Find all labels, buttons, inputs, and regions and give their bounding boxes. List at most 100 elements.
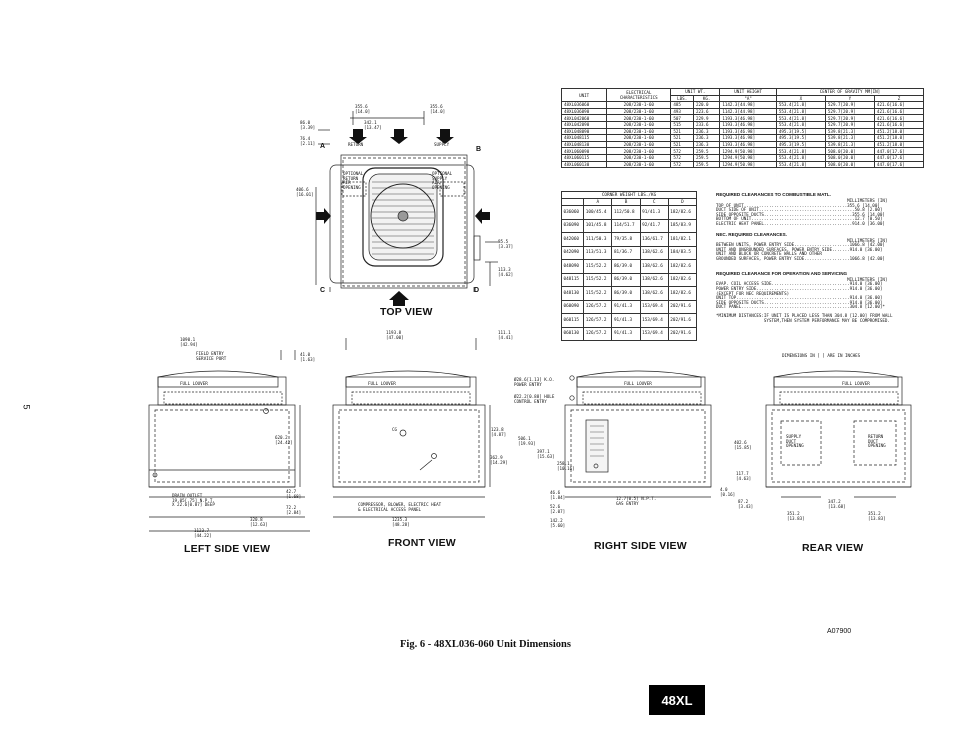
corner-col-d: D [667, 198, 698, 206]
rear-dim-2: 117.7 [4.63] [736, 471, 752, 481]
right-dim-5: 52.6 [2.07] [550, 504, 566, 514]
corner-table-cell: 048090 [560, 259, 585, 274]
corner-table-cell: 202/91.6 [667, 313, 698, 328]
corner-table-cell: 138/62.6 [639, 259, 669, 274]
brand-badge: 48XL [649, 685, 705, 715]
unit-table-cell: 259.5 [692, 160, 721, 169]
top-supply-label: SUPPLY [434, 142, 450, 147]
corner-table-cell: 153/69.4 [639, 299, 669, 314]
right-dim-2: 397.1 [15.63] [537, 449, 555, 459]
right-gas-entry: 12.7[0.5] N.P.T. GAS ENTRY [616, 496, 657, 506]
top-dim-6: 406.6 [16.01] [296, 187, 314, 197]
front-dim-1: 1193.8 [47.00] [386, 330, 404, 340]
left-dim-4: 42.7 [1.68] [286, 489, 302, 499]
front-dim-5: 1235.3 [48.28] [392, 517, 410, 527]
dimensions-note: DIMENSIONS IN [ ] ARE IN INCHES [782, 353, 861, 358]
top-return-label: RETURN [348, 142, 364, 147]
left-dim-1: 1090.1 [42.94] [180, 337, 198, 347]
left-dim-7: 1123.7 [44.22] [194, 528, 212, 538]
top-opt-supply: OPTIONAL SUPPLY AIR OPENING [432, 171, 453, 190]
corner-label-d: D [474, 287, 480, 294]
front-dim-3: 123.8 [4.87] [491, 427, 507, 437]
front-view-drawing [332, 338, 491, 518]
corner-table-cell: 048130 [560, 286, 585, 301]
right-power-entry: Ø28.6[1.13] K.O. POWER ENTRY [514, 377, 555, 387]
left-side-view-drawing [148, 350, 310, 532]
clearance-body-service: MILLIMETERS [IN] EVAP. COIL ACCESS SIDE.… [716, 276, 888, 310]
left-dim-3: 620.2 [24.42] [275, 435, 293, 445]
rear-view-drawing [765, 370, 912, 498]
unit-table: UNIT ELECTRICAL CHARACTERISTICS UNIT WT.… [560, 87, 925, 169]
corner-label-c: C [320, 287, 326, 294]
clearance-heading-combustible: REQUIRED CLEARANCES TO COMBUSTIBLE MATL. [716, 192, 831, 197]
right-dim-4: 46.6 [1.84] [550, 490, 566, 500]
unit-table-cell: 208/230-1-60 [606, 160, 672, 169]
rear-dim-5: 351.2 [13.83] [787, 511, 805, 521]
right-side-view-label: RIGHT SIDE VIEW [594, 540, 687, 552]
corner-table-cell: 182/82.6 [667, 272, 698, 287]
corner-table-cell: 182/82.6 [667, 286, 698, 301]
figure-caption: Fig. 6 - 48XL036-060 Unit Dimensions [400, 639, 571, 650]
rear-supply-opening: SUPPLY DUCT OPENING [786, 434, 804, 449]
clearance-note: *MINIMUM DISTANCES:IF UNIT IS PLACED LES… [716, 312, 893, 323]
right-control-entry: Ø22.2[0.88] HOLE CONTROL ENTRY [514, 394, 555, 404]
corner-table-cell: 060090 [560, 299, 585, 314]
unit-table-cell: 447.0[17.6] [873, 160, 925, 169]
corner-blank [560, 198, 585, 206]
front-cg: CG [392, 427, 398, 432]
corner-table-cell: 115/52.2 [583, 272, 613, 287]
clearance-body-nec: MILLIMETERS [IN] BETWEEN UNITS, POWER EN… [716, 237, 888, 262]
corner-table-cell: 048115 [560, 272, 585, 287]
front-view-label: FRONT VIEW [388, 537, 456, 549]
corner-table-cell: 202/91.6 [667, 299, 698, 314]
top-dim-7: 85.5 [3.37] [498, 239, 514, 249]
rear-dim-3: 4.0 [0.16] [720, 487, 736, 497]
left-service-port: FIELD ENTRY SERVICE PORT [196, 351, 227, 361]
corner-table-cell: 86/39.0 [611, 259, 641, 274]
drawing-code: A07900 [827, 628, 852, 635]
top-view-label: TOP VIEW [380, 306, 433, 318]
corner-label-a: A [320, 143, 326, 150]
left-dim-2: 41.0 [1.63] [300, 352, 316, 362]
right-louver: FULL LOUVER [624, 381, 652, 386]
top-dim-8: 113.3 [4.62] [498, 267, 514, 277]
left-dim-6: 320.8 [12.63] [250, 517, 268, 527]
corner-table-cell: 202/91.6 [667, 326, 698, 341]
front-louver: FULL LOUVER [368, 381, 396, 386]
corner-label-b: B [476, 146, 482, 153]
top-view-drawing [315, 111, 498, 306]
corner-table-cell: 060130 [560, 326, 585, 341]
corner-table-cell: 138/62.6 [639, 272, 669, 287]
rear-dim-6: 347.2 [13.68] [828, 499, 846, 509]
right-dim-3: 258.1 [10.16] [557, 461, 575, 471]
clearance-body-combustible: MILLIMETERS [IN] TOP OF UNIT............… [716, 198, 888, 227]
left-louver: FULL LOUVER [180, 381, 208, 386]
top-dim-4: 342.1 [13.47] [364, 120, 382, 130]
top-dim-2: 355.6 [14.0] [430, 104, 446, 114]
left-dim-5: 72.2 [2.84] [286, 505, 302, 515]
col-electrical: ELECTRICAL CHARACTERISTICS [606, 87, 672, 103]
rear-view-label: REAR VIEW [802, 542, 864, 554]
clearance-heading-nec: NEC. REQUIRED CLEARANCES. [716, 231, 787, 237]
right-side-view-drawing [564, 370, 712, 498]
right-dim-1: 506.1 [19.93] [518, 436, 536, 446]
rear-louver: FULL LOUVER [842, 381, 870, 386]
top-dim-3: 86.0 [3.39] [300, 120, 316, 130]
corner-table-cell: 184/83.5 [667, 245, 698, 260]
top-opt-return: OPTIONAL RETURN AIR OPENING [343, 171, 364, 190]
front-dim-4: 362.9 [14.29] [490, 455, 508, 465]
top-dim-1: 355.6 [14.0] [355, 104, 371, 114]
corner-table-cell: 86/39.0 [611, 272, 641, 287]
front-access-panel: COMPRESSOR, BLOWER, ELECTRIC HEAT & ELEC… [358, 502, 442, 512]
rear-dim-4: 87.2 [3.43] [738, 499, 754, 509]
corner-table-cell: 060115 [560, 313, 585, 328]
corner-table-cell: 91/41.3 [611, 326, 641, 341]
